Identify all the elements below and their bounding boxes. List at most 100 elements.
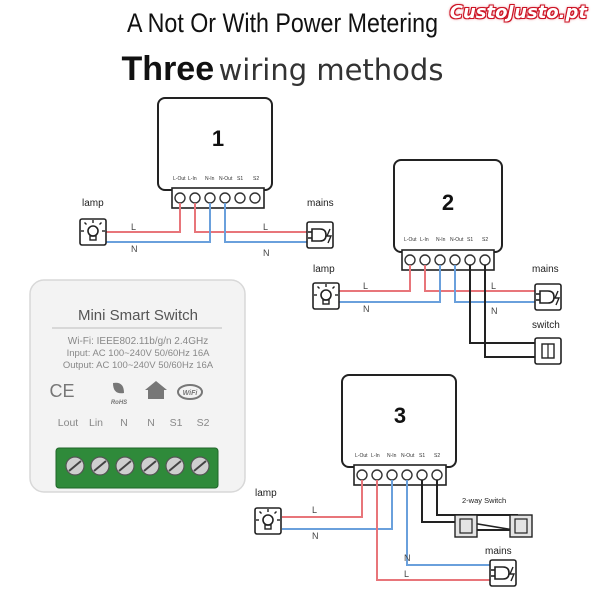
neutral-wire xyxy=(224,203,312,243)
terminal-screw xyxy=(479,254,491,266)
terminal-screw xyxy=(464,254,476,266)
two-way-switch-icon xyxy=(514,518,528,534)
diagram-3-number: 3 xyxy=(394,403,406,428)
neutral-wire xyxy=(282,480,393,530)
terminal-screw xyxy=(431,469,443,481)
terminal-label: L-In xyxy=(420,237,429,243)
product-photo: Mini Smart Switch Wi-Fi: IEEE802.11b/g/n… xyxy=(29,279,246,493)
product-terminal-label: Lout xyxy=(58,417,79,429)
terminal-label: N-Out xyxy=(401,453,415,459)
wifi-logo-text: WiFi xyxy=(183,390,199,397)
terminal-screw xyxy=(401,469,413,481)
wire-label-l: L xyxy=(491,281,496,291)
wire-label-n: N xyxy=(363,304,370,314)
neutral-wire xyxy=(454,265,535,303)
terminal-label: S2 xyxy=(434,453,440,459)
terminal-screw xyxy=(449,254,461,266)
lamp-box xyxy=(79,218,107,246)
terminal-screw xyxy=(371,469,383,481)
terminal-screw xyxy=(204,192,216,204)
live-wire xyxy=(424,265,535,292)
product-input-spec: Input: AC 100~240V 50/60Hz 16A xyxy=(67,348,211,359)
diagram-2-number: 2 xyxy=(442,190,454,215)
wire-label-n: N xyxy=(312,531,319,541)
product-terminal-label: S1 xyxy=(170,417,183,429)
lamp-label: lamp xyxy=(255,488,277,499)
two-way-switch-icon xyxy=(459,518,473,534)
terminal-screw xyxy=(249,192,261,204)
neutral-wire xyxy=(105,203,211,243)
mains-label: mains xyxy=(307,198,334,209)
rohs-mark: RoHS xyxy=(111,400,127,406)
terminal-label: S2 xyxy=(253,176,259,182)
terminal-screw xyxy=(356,469,368,481)
neutral-wire xyxy=(338,265,441,303)
wire-label-n: N xyxy=(131,244,138,254)
terminal-label: L-Out xyxy=(355,453,368,459)
live-wire xyxy=(105,203,181,233)
product-body xyxy=(29,279,246,493)
watermark: CustoJusto.pt xyxy=(449,2,587,23)
lamp-label: lamp xyxy=(313,264,335,275)
product-terminal-label: N xyxy=(120,417,128,429)
lamp-label: lamp xyxy=(82,198,104,209)
diagram-1-number: 1 xyxy=(212,126,224,151)
ce-mark: CE xyxy=(49,381,74,401)
product-terminal-label: S2 xyxy=(197,417,210,429)
terminal-screw xyxy=(174,192,186,204)
diagram-1: 1 L-Out L-In N-In N-Out S1 S2 L N L N la… xyxy=(79,97,334,258)
wire-label-n: N xyxy=(263,248,270,258)
mains-box xyxy=(534,283,562,311)
live-wire xyxy=(282,480,363,518)
rohs-leaf-icon xyxy=(113,382,124,394)
terminal-label: L-In xyxy=(188,176,197,182)
terminal-label: N-In xyxy=(436,237,446,243)
wire-label-l: L xyxy=(263,222,268,232)
diagram-3: 3 L-Out L-In N-In N-Out S1 S2 L N N L 2-… xyxy=(254,374,533,587)
terminal-label: S1 xyxy=(237,176,243,182)
two-way-switch-icon xyxy=(509,514,533,538)
wire-label-n: N xyxy=(404,553,411,563)
terminal-screw xyxy=(434,254,446,266)
title-line-2-bold: Three xyxy=(121,50,215,88)
mains-box xyxy=(489,559,517,587)
mains-box xyxy=(306,221,334,249)
terminal-label: L-Out xyxy=(173,176,186,182)
terminal-label: N-Out xyxy=(219,176,233,182)
title-line-1: A Not Or With Power Metering xyxy=(127,8,438,38)
terminal-screw xyxy=(386,469,398,481)
live-wire xyxy=(194,203,312,233)
two-way-switch-label: 2-way Switch xyxy=(462,496,506,505)
switch-wire xyxy=(436,480,518,516)
terminal-label: N-Out xyxy=(450,237,464,243)
switch-wire xyxy=(421,480,462,523)
terminal-screw xyxy=(416,469,428,481)
switch-wire xyxy=(484,265,535,358)
terminal-screw xyxy=(189,192,201,204)
live-wire xyxy=(376,480,490,581)
wire-label-l: L xyxy=(312,505,317,515)
two-way-switch-icon xyxy=(454,514,478,538)
terminal-label: S2 xyxy=(482,237,488,243)
title-line-2-regular: wiring methods xyxy=(218,53,444,87)
terminal-screw xyxy=(219,192,231,204)
product-wifi-spec: Wi-Fi: IEEE802.11b/g/n 2.4GHz xyxy=(68,336,208,347)
terminal-screw xyxy=(419,254,431,266)
lamp-box xyxy=(254,507,282,535)
product-terminal-label: N xyxy=(147,417,155,429)
terminal-label: S1 xyxy=(419,453,425,459)
neutral-wire xyxy=(406,480,490,566)
product-title: Mini Smart Switch xyxy=(78,307,198,324)
terminal-label: N-In xyxy=(387,453,397,459)
title-line-2: Three wiring methods xyxy=(0,50,565,89)
live-wire xyxy=(338,265,411,292)
lamp-box xyxy=(312,282,340,310)
terminal-label: L-In xyxy=(371,453,380,459)
wire-label-l: L xyxy=(131,222,136,232)
terminal-label: N-In xyxy=(205,176,215,182)
wire-label-l: L xyxy=(363,281,368,291)
terminal-screw xyxy=(234,192,246,204)
terminal-label: L-Out xyxy=(404,237,417,243)
terminal-label: S1 xyxy=(467,237,473,243)
